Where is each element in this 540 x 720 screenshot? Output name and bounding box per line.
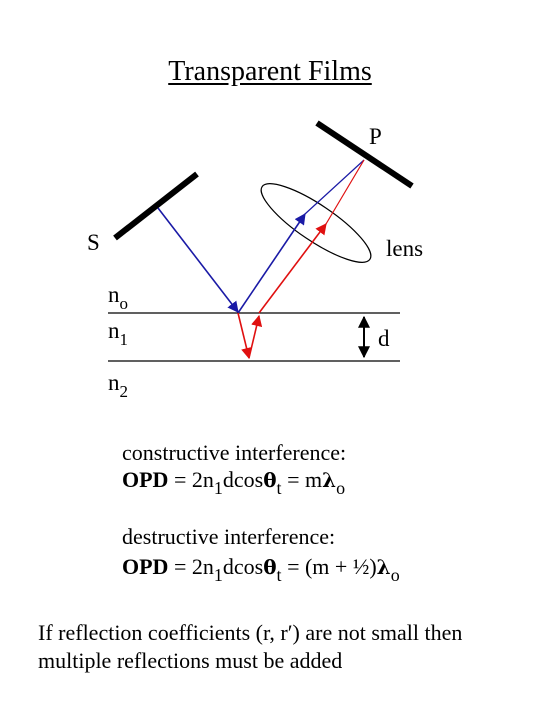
constructive-lambda: λ [322, 468, 337, 492]
destructive-eq-b: dcos [222, 554, 264, 579]
label-n2: n2 [108, 370, 128, 402]
constructive-theta: θ [263, 468, 277, 492]
n1-base: n [108, 318, 120, 343]
footer-line-1: If reflection coefficients (r, r′) are n… [38, 620, 463, 645]
label-p: P [369, 124, 382, 149]
transmitted-ray [258, 223, 327, 314]
label-n0: no [108, 282, 128, 314]
incident-ray [157, 207, 239, 313]
destructive-sub-o: o [390, 565, 400, 585]
n2-base: n [108, 370, 120, 395]
constructive-opd: OPD [122, 467, 169, 492]
destructive-heading: destructive interference: [122, 524, 336, 549]
constructive-eq-b: dcos [222, 467, 264, 492]
destructive-opd: OPD [122, 554, 169, 579]
source-mirror [113, 171, 199, 241]
n1-sub: 1 [119, 330, 129, 349]
destructive-eq-a: = 2n [168, 554, 214, 579]
n0-sub: o [119, 294, 129, 313]
destructive-sub-1: 1 [213, 565, 223, 585]
n0-base: n [108, 282, 120, 307]
constructive-sub-t: t [276, 478, 282, 498]
lens [260, 183, 372, 263]
destructive-lambda: λ [376, 555, 391, 579]
page-title: Transparent Films [0, 56, 540, 88]
constructive-sub-1: 1 [213, 478, 223, 498]
refracted-ray [237, 312, 253, 360]
destructive-theta: θ [263, 555, 277, 579]
screen-p [315, 120, 414, 189]
n2-sub: 2 [119, 382, 129, 401]
label-lens: lens [386, 236, 424, 261]
internal-reflected-ray [248, 314, 263, 359]
label-n1: n1 [108, 318, 128, 350]
constructive-heading: constructive interference: [122, 440, 347, 465]
label-s: S [87, 230, 100, 255]
constructive-equation: OPD = 2n1dcosθt = mλo [122, 467, 345, 499]
transmitted-ray-to-screen [325, 159, 365, 225]
destructive-sub-t: t [276, 565, 282, 585]
footer-line-2: multiple reflections must be added [38, 648, 343, 673]
reflected-ray-top [237, 213, 306, 314]
reflected-ray-top-to-screen [304, 159, 365, 215]
destructive-equation: OPD = 2n1dcosθt = (m + ½)λo [122, 554, 400, 586]
title-text: Transparent Films [168, 56, 372, 87]
constructive-eq-c: = m [281, 467, 323, 492]
constructive-sub-o: o [336, 478, 346, 498]
destructive-eq-c: = (m + ½) [281, 554, 377, 579]
label-d: d [378, 326, 390, 351]
constructive-eq-a: = 2n [168, 467, 214, 492]
